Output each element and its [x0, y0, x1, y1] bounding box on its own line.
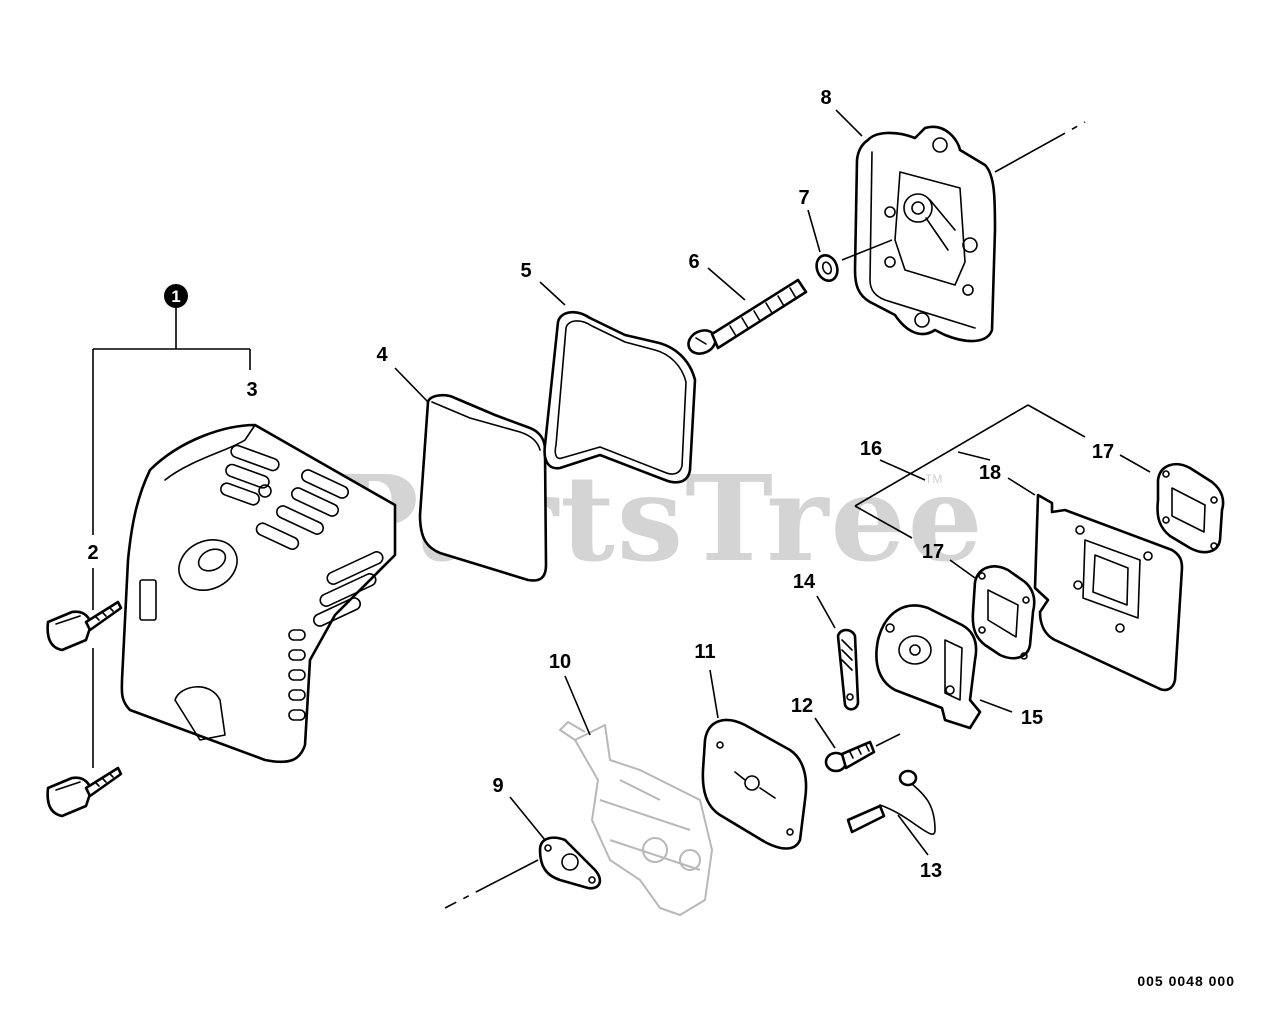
leader-7-axis	[841, 239, 893, 261]
part-4-air-filter[interactable]	[418, 393, 548, 582]
part-14-strap[interactable]	[836, 628, 860, 711]
part-13-ground-wire[interactable]	[846, 769, 936, 835]
part-12-screw[interactable]	[824, 740, 876, 773]
leader-7	[807, 209, 821, 253]
callout-11: 11	[694, 641, 715, 663]
part-11-insulator-gasket[interactable]	[701, 718, 808, 850]
leader-17-upper	[1119, 454, 1151, 473]
part-18-heat-shield[interactable]	[1033, 493, 1184, 692]
callout-1: 1	[171, 287, 180, 306]
callout-3: 3	[246, 379, 257, 401]
assembly-bracket-16	[854, 404, 1086, 539]
callout-16: 16	[860, 438, 882, 460]
leader-17-lower	[949, 559, 976, 579]
leader-14	[816, 595, 836, 629]
part-6-bolt[interactable]	[685, 278, 808, 358]
part-15-adapter[interactable]	[875, 604, 982, 730]
leader-12-axis	[875, 733, 901, 747]
callout-2: 2	[87, 542, 98, 564]
leader-8	[835, 109, 863, 137]
part-5-filter-gasket[interactable]	[543, 310, 697, 484]
callout-17-upper: 17	[1092, 441, 1114, 463]
callout-8: 8	[820, 87, 831, 109]
part-8-air-cleaner-case[interactable]	[853, 125, 997, 343]
leader-5	[539, 281, 566, 306]
callout-17-lower: 17	[922, 541, 944, 563]
diagram-code: 005 0048 000	[1137, 973, 1235, 989]
part-2-knob-screw-upper[interactable]	[46, 600, 123, 652]
callout-15: 15	[1021, 707, 1043, 729]
leader-11	[709, 669, 719, 719]
part-7-washer[interactable]	[813, 252, 841, 283]
callout-18: 18	[979, 462, 1001, 484]
assembly-bracket: 1	[92, 284, 251, 535]
callout-4: 4	[376, 344, 388, 366]
callout-10: 10	[549, 651, 571, 673]
watermark-trademark: TM	[925, 472, 942, 486]
callout-7: 7	[798, 187, 809, 209]
leader-9	[509, 796, 546, 841]
callout-13: 13	[920, 860, 942, 882]
part-10-carburetor[interactable]	[559, 721, 713, 916]
callout-6: 6	[688, 251, 699, 273]
callout-14: 14	[793, 571, 816, 593]
leader-15	[979, 699, 1013, 713]
leader-10	[564, 675, 591, 736]
leader-8-axis	[994, 121, 1086, 173]
leader-4	[394, 367, 429, 403]
leader-9-axis	[444, 859, 539, 909]
leader-6	[707, 267, 746, 301]
callout-9: 9	[492, 775, 503, 797]
part-3-engine-cover[interactable]	[120, 423, 397, 764]
leader-18	[1007, 477, 1036, 496]
part-2-knob-screw-lower[interactable]	[46, 766, 123, 818]
part-9-gasket[interactable]	[538, 836, 602, 890]
part-17-gasket-lower[interactable]	[971, 565, 1036, 660]
callout-12: 12	[791, 695, 813, 717]
leader-13	[897, 814, 929, 856]
leader-12	[814, 717, 836, 749]
part-17-gasket-upper[interactable]	[1156, 463, 1225, 554]
callout-5: 5	[520, 260, 531, 282]
